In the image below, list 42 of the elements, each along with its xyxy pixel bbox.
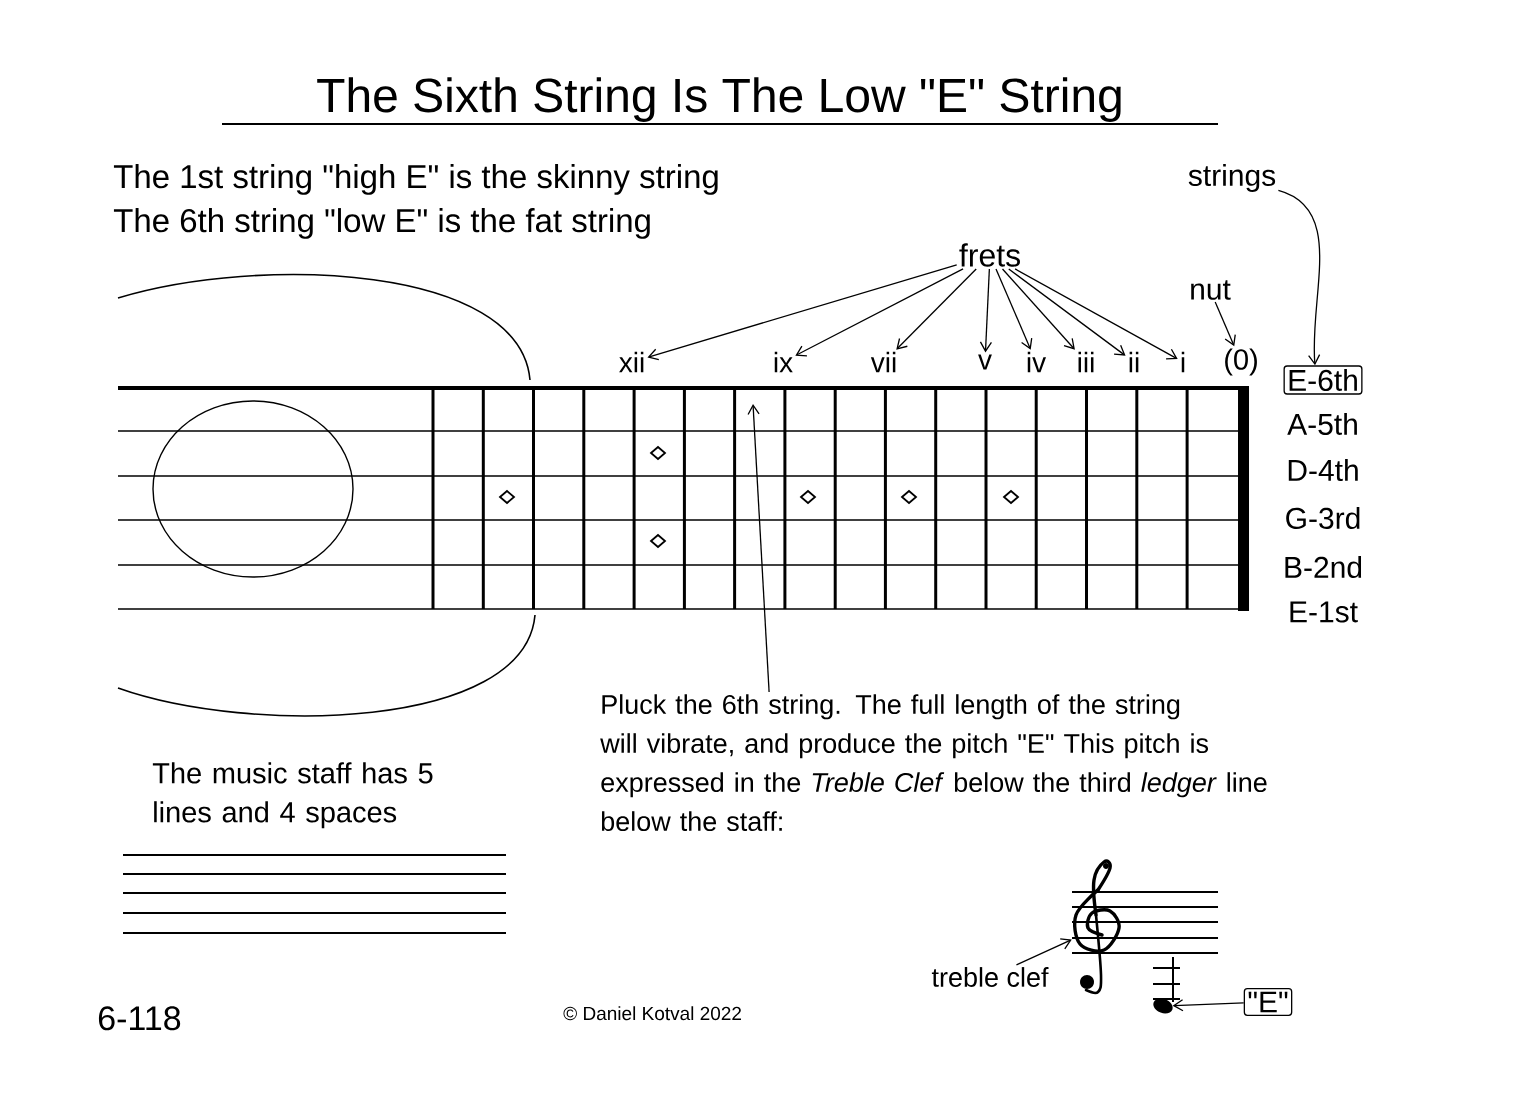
arrow bbox=[747, 404, 770, 693]
arrow bbox=[1214, 301, 1236, 347]
fret-number: iii bbox=[1078, 351, 1094, 373]
treble-clef-drawing bbox=[1073, 859, 1121, 995]
note bbox=[1153, 956, 1174, 1014]
string-label: D-4th bbox=[1288, 459, 1358, 481]
callout-label: strings bbox=[1188, 164, 1276, 192]
fret-number: vii bbox=[870, 351, 896, 373]
pitch-label: "E" bbox=[1243, 988, 1293, 1016]
staff-note: The music staff has 5 lines and 4 spaces bbox=[152, 762, 433, 829]
arrow bbox=[1015, 938, 1072, 966]
text-line: The 1st string "high E" is the skinny string bbox=[113, 164, 718, 195]
string-label: G-3rd bbox=[1286, 507, 1360, 530]
fret-number: xii bbox=[619, 351, 644, 373]
fret-number: ix bbox=[774, 351, 793, 373]
arrow bbox=[995, 268, 1033, 350]
fret-number: v bbox=[978, 354, 992, 370]
text-line: The 6th string "low E" is the fat string bbox=[113, 208, 650, 239]
string-label: A-5th bbox=[1287, 413, 1357, 436]
arrow bbox=[896, 268, 977, 350]
arrow bbox=[1001, 268, 1075, 350]
arrow bbox=[979, 268, 993, 353]
arrow bbox=[1277, 189, 1321, 366]
explanation-text: Pluck the 6th string. The full length of the string will vibrate, and produce the pitch "E" This pitch is expressed in the Treble Clef below the third ledger line below the staff: bbox=[600, 694, 1267, 832]
fret-number: ii bbox=[1129, 351, 1139, 373]
arrow bbox=[1008, 268, 1126, 356]
callout-label: treble clef bbox=[931, 967, 1049, 987]
arrow bbox=[795, 268, 964, 357]
copyright-note: © Daniel Kotval 2022 bbox=[563, 1006, 741, 1021]
string-label: E-6th bbox=[1283, 365, 1363, 395]
callout-label: nut bbox=[1191, 280, 1231, 300]
page-number: 6-118 bbox=[98, 1006, 181, 1031]
fret-number: iv bbox=[1027, 351, 1046, 373]
title: The Sixth String Is The Low "E" String bbox=[317, 77, 1121, 122]
string-label: B-2nd bbox=[1285, 556, 1362, 579]
arrow bbox=[1172, 999, 1245, 1012]
arrow bbox=[1014, 268, 1178, 360]
arrow bbox=[647, 264, 958, 361]
string-label: E-1st bbox=[1290, 601, 1358, 623]
callout-label: frets bbox=[959, 243, 1020, 267]
nut-label: (0) bbox=[1225, 348, 1257, 376]
fret-number: i bbox=[1181, 351, 1185, 373]
